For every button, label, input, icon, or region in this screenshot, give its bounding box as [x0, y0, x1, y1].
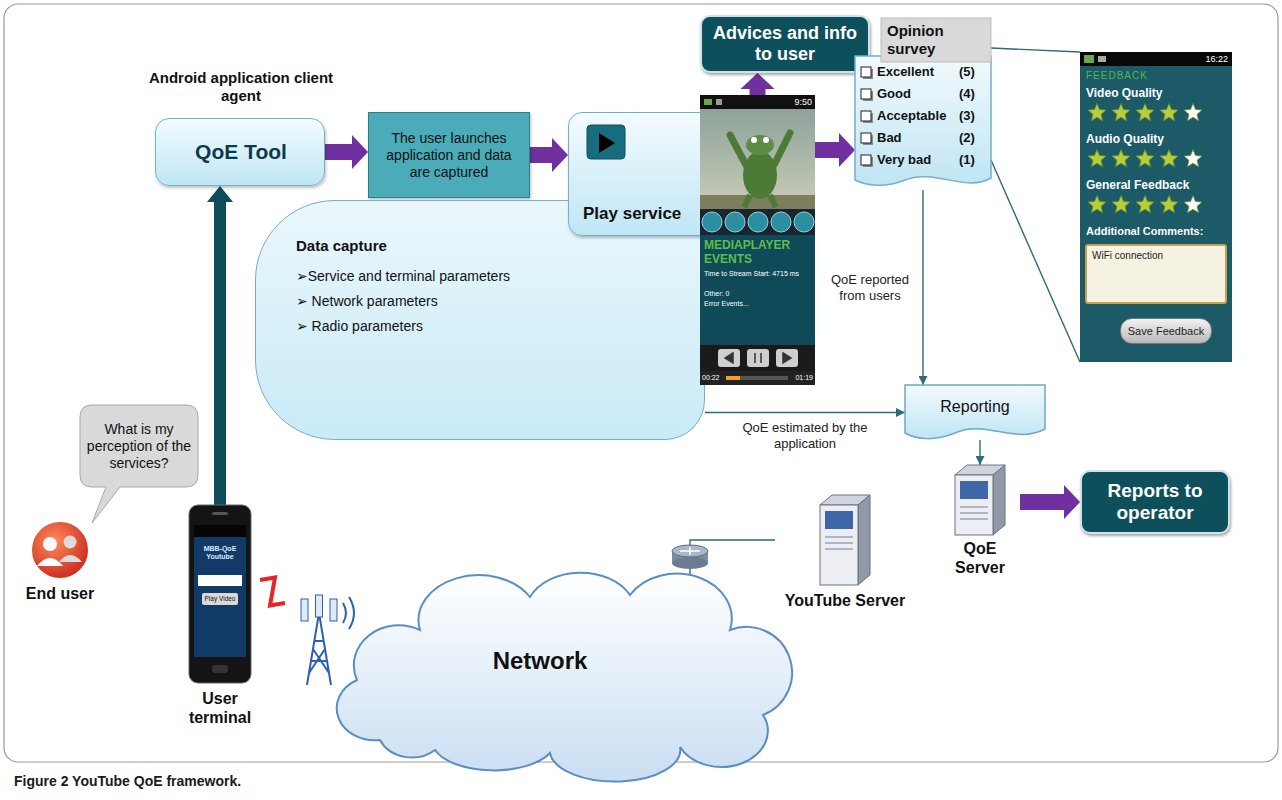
- node-text: The user launches application and data a…: [377, 130, 521, 181]
- block-arrow: [1020, 485, 1080, 519]
- radio-link: [260, 577, 285, 605]
- node-text: Data capture: [296, 237, 596, 255]
- user-terminal: MBB-QoE YoutubePlay VideoUser terminal: [180, 505, 260, 730]
- operator-box: Reports to operator: [1080, 470, 1230, 534]
- node-text: Advices and info to user: [708, 23, 862, 65]
- node-text: (5): [959, 64, 989, 80]
- node-text: QoE Server: [940, 539, 1020, 577]
- report-document: Reporting: [905, 385, 1045, 440]
- node-text: Very bad: [877, 152, 957, 168]
- block-arrow: [530, 138, 568, 172]
- figure-caption: Figure 2 YouTube QoE framework.: [14, 772, 241, 790]
- network-cloud: Network: [285, 585, 790, 760]
- feedback-screenshot: 16:22FEEDBACK Video QualityAudio QualityG…: [1080, 52, 1232, 362]
- node-text: MBB-QoE Youtube: [194, 545, 246, 561]
- node-text: Play service: [583, 203, 701, 225]
- block-arrow: [325, 135, 368, 169]
- node-text: 00:22: [702, 373, 726, 383]
- advice-box: Advices and info to user: [700, 15, 870, 73]
- node-text: ➢ Network parameters: [296, 292, 656, 310]
- node-text: ➢Service and terminal parameters: [296, 267, 656, 285]
- node-text: Time to Stream Start: 4715 ms: [704, 269, 811, 278]
- node-text: (3): [959, 108, 989, 124]
- flow-line: [922, 190, 923, 385]
- upload-arrow: [207, 186, 233, 505]
- node-text: Bad: [877, 130, 957, 146]
- youtube-server: YouTube Server: [775, 495, 915, 615]
- flow-line: [705, 412, 905, 413]
- node-text: Reporting: [940, 397, 1009, 416]
- node-text: What is my perception of the services?: [86, 421, 192, 472]
- node-text: User terminal: [175, 689, 265, 727]
- player-screenshot: 9:50MEDIAPLAYER EVENTS Time to Stream Sta…: [700, 95, 815, 385]
- node-text: YouTube Server: [775, 591, 915, 611]
- node-text: 9:50: [760, 97, 812, 107]
- node-text: FEEDBACK: [1086, 70, 1226, 82]
- node-text: Android application client agent: [131, 69, 351, 105]
- node-text: Play Video: [202, 593, 238, 605]
- zoom-lines: [991, 48, 1080, 362]
- node-text: Video Quality: [1086, 86, 1226, 101]
- node-text: Excellent: [877, 64, 957, 80]
- edge-label: QoE estimated by the application: [725, 419, 885, 453]
- node-text: Audio Quality: [1086, 132, 1226, 147]
- node-text: Additional Comments:: [1086, 224, 1226, 238]
- node-text: (1): [959, 152, 989, 168]
- block-arrow: [815, 133, 855, 167]
- node-text: Acceptable: [877, 108, 957, 124]
- node-text: Other: 0: [704, 289, 811, 298]
- save-button: Save Feedback: [1120, 318, 1212, 344]
- node-text: General Feedback: [1086, 178, 1226, 193]
- node-text: Reports to operator: [1088, 480, 1222, 524]
- block-arrow: [741, 73, 775, 95]
- process-box: The user launches application and data a…: [368, 112, 530, 198]
- node-text: QoE Tool: [156, 139, 326, 165]
- qoe-server: QoE Server: [940, 465, 1020, 580]
- node-text: Opinion survey: [887, 22, 987, 58]
- survey-form: Opinion surveyExcellent(5)Good(4)Accepta…: [855, 18, 991, 190]
- capture-region: Data capture ➢Service and terminal parame…: [255, 200, 705, 440]
- node-text: 01:19: [789, 373, 813, 383]
- speech-bubble: What is my perception of the services?: [80, 405, 198, 487]
- node-text: WiFi connection: [1092, 250, 1220, 262]
- edge-label: QoE reported from users: [827, 271, 913, 305]
- node-text: 16:22: [1170, 54, 1228, 64]
- node-text: Save Feedback: [1128, 325, 1204, 338]
- agent-box: Android application client agentQoE Tool: [155, 118, 325, 186]
- node-text: Error Events...: [704, 299, 811, 308]
- node-text: (4): [959, 86, 989, 102]
- flow-line: [979, 440, 980, 465]
- node-text: (2): [959, 130, 989, 146]
- node-text: Network: [435, 647, 645, 675]
- comment-field: WiFi connection: [1085, 244, 1227, 304]
- node-text: End user: [10, 584, 110, 604]
- node-text: ➢ Radio parameters: [296, 317, 656, 335]
- end-user: End user: [10, 520, 110, 606]
- node-text: Good: [877, 86, 957, 102]
- node-text: MEDIAPLAYER EVENTS: [704, 238, 811, 266]
